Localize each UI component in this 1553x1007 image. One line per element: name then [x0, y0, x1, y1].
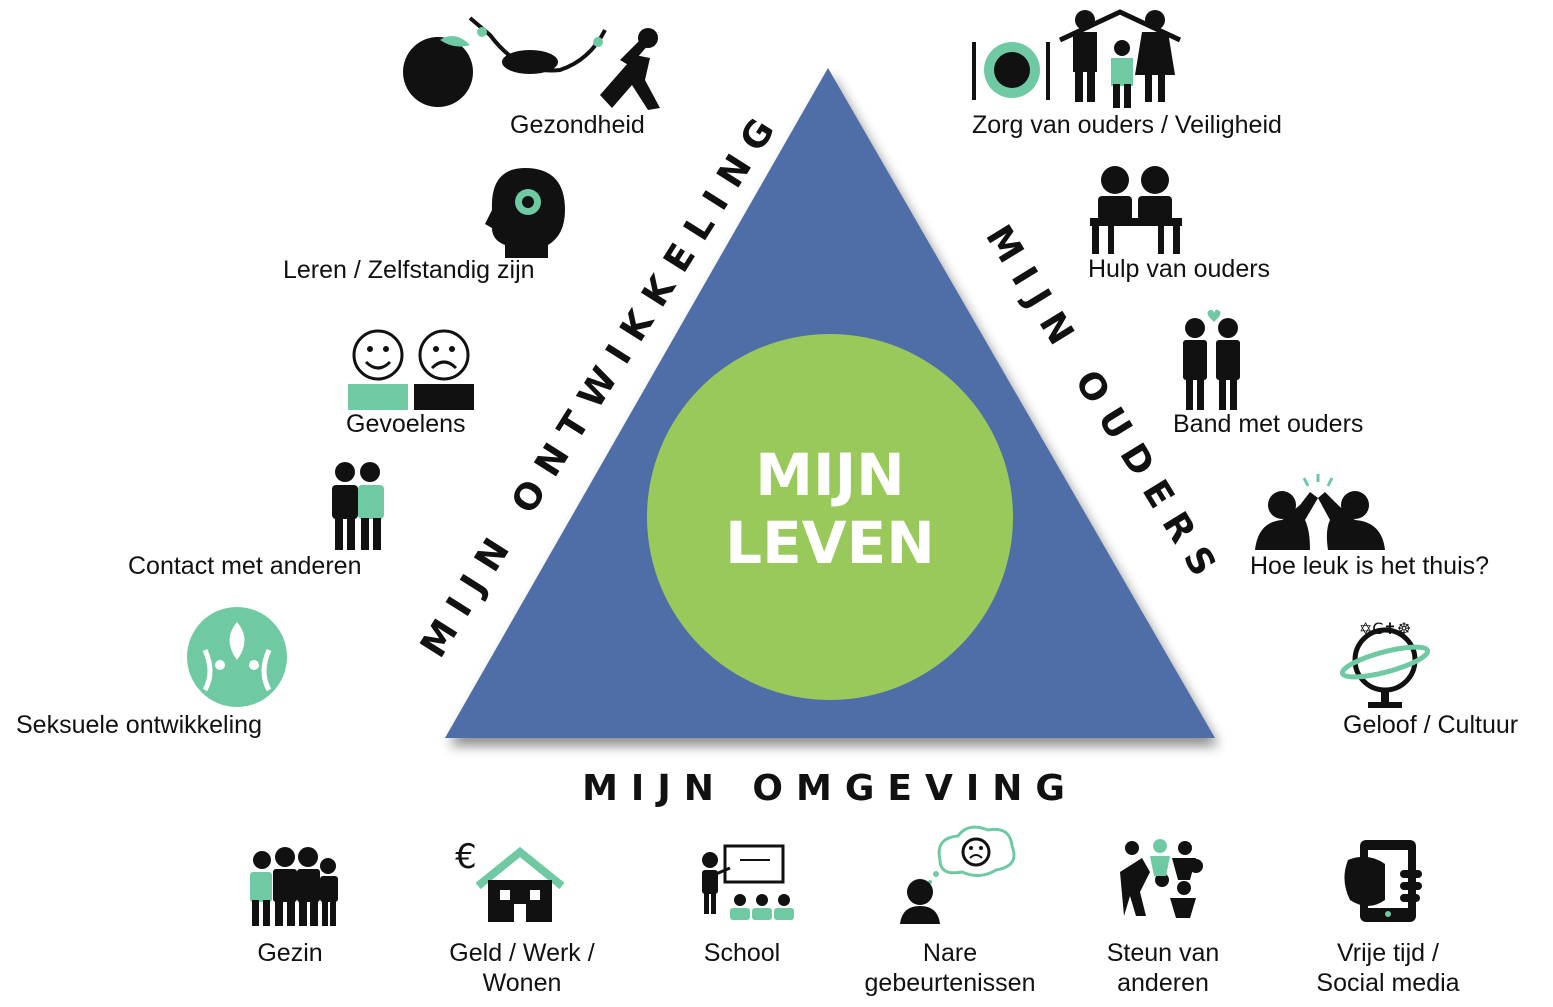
label-home-fun: Hoe leuk is het thuis? — [1250, 552, 1490, 580]
label-free-time-social-line1: Vrije tijd / — [1337, 939, 1439, 967]
label-sexual-development: Seksuele ontwikkeling — [16, 711, 262, 739]
label-school: School — [703, 939, 781, 967]
label-faith-culture: Geloof / Cultuur — [1343, 711, 1519, 739]
label-support-others-line2: anderen — [1117, 969, 1209, 997]
high-five-icon — [1255, 474, 1385, 550]
label-money-work-housing: Geld / Werk / Wonen — [449, 938, 594, 998]
helping-at-table-icon — [1090, 166, 1182, 254]
label-support-others-line1: Steun van — [1106, 939, 1220, 967]
globe-religion-icon: ✡C✝☸ — [1339, 619, 1431, 708]
label-learning: Leren / Zelfstandig zijn — [283, 256, 535, 284]
family-group-icon — [250, 847, 338, 926]
happy-sad-faces-icon — [348, 329, 474, 410]
sad-thought-icon — [900, 825, 1016, 924]
svg-text:€: € — [455, 837, 477, 877]
label-contact: Contact met anderen — [128, 552, 362, 580]
label-bad-events: Nare gebeurtenissen — [865, 938, 1036, 998]
center-title-line1: MIJN — [755, 441, 904, 509]
label-bad-events-line2: gebeurtenissen — [864, 969, 1036, 997]
support-people-icon — [1120, 839, 1203, 918]
center-title-line2: LEVEN — [725, 509, 935, 577]
label-support-others: Steun van anderen — [1107, 938, 1220, 998]
label-parental-bond: Band met ouders — [1173, 410, 1364, 438]
health-icon — [403, 16, 660, 110]
bond-icon — [1183, 309, 1240, 410]
label-money-work-housing-line1: Geld / Werk / — [449, 939, 595, 967]
life-circle — [647, 334, 1013, 700]
label-family: Gezin — [257, 939, 323, 967]
label-feelings: Gevoelens — [346, 410, 466, 438]
family-home-icon — [972, 9, 1182, 108]
head-lightbulb-icon — [485, 168, 565, 258]
classroom-icon — [702, 844, 794, 920]
label-parental-help: Hulp van ouders — [1088, 255, 1271, 283]
label-bad-events-line1: Nare — [922, 939, 978, 967]
label-free-time-social-line2: Social media — [1316, 969, 1460, 997]
label-free-time-social: Vrije tijd / Social media — [1316, 938, 1459, 998]
side-label-environment: MIJN OMGEVING — [582, 768, 1078, 809]
two-people-icon — [332, 462, 384, 550]
sexual-development-icon — [187, 607, 287, 707]
label-parental-care: Zorg van ouders / Veiligheid — [972, 111, 1282, 139]
phone-hand-icon — [1344, 840, 1422, 922]
svg-text:✡C✝☸: ✡C✝☸ — [1359, 619, 1411, 638]
label-money-work-housing-line2: Wonen — [482, 969, 562, 997]
label-health: Gezondheid — [510, 111, 645, 139]
house-euro-icon: € — [455, 837, 565, 922]
